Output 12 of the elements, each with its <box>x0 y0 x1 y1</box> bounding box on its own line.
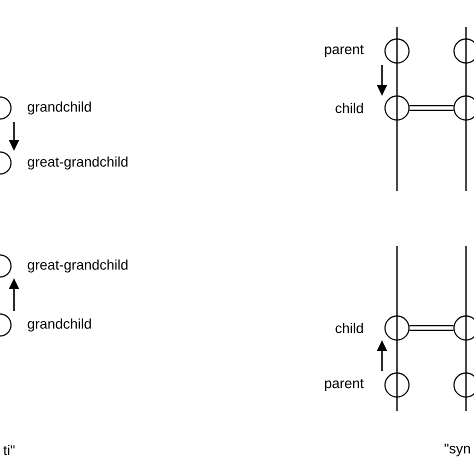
double-line <box>410 325 454 331</box>
node-label: child <box>336 322 363 334</box>
node-label: parent <box>325 45 364 57</box>
node-label: great-grandchild <box>28 156 128 170</box>
node-label: grandchild <box>28 101 91 115</box>
node-label: great-grandchild <box>28 259 128 273</box>
node-label: child <box>336 102 363 114</box>
node-label: parent <box>325 379 364 391</box>
double-line <box>410 105 454 111</box>
node-label: grandchild <box>28 318 91 332</box>
caption-text: ti" <box>3 444 15 456</box>
caption-text: "syn <box>444 444 470 456</box>
